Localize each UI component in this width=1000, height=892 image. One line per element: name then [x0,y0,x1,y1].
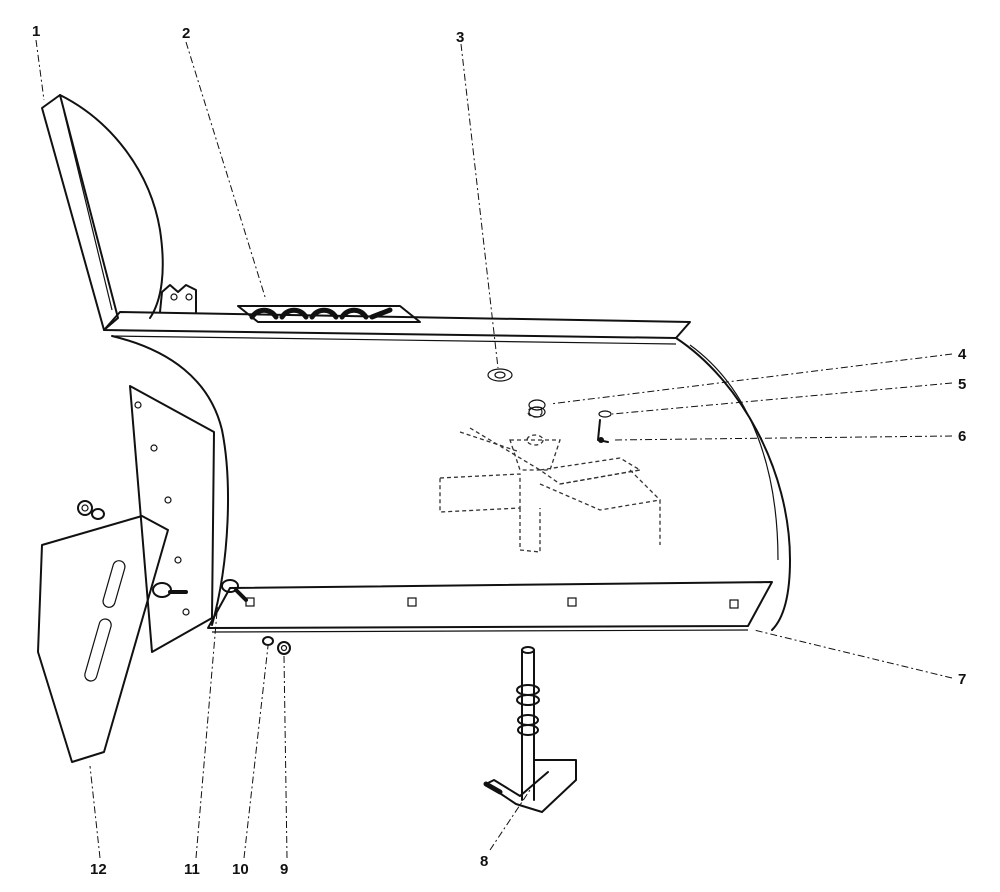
callout-11: 11 [184,861,200,878]
part-8-skid-shoe [483,646,577,813]
part-4-washer [528,399,546,418]
part-12-side-plate [37,500,169,763]
callout-labels: 1 2 3 4 5 6 7 8 9 10 11 12 [32,23,967,878]
part-6-bolt [597,419,609,443]
part-11-bolts [152,579,248,602]
mount-bracket [159,284,197,313]
callout-4: 4 [958,346,967,363]
part-1-deflector [41,94,164,331]
part-7-cutting-edge [207,581,773,633]
callout-12: 12 [90,861,107,878]
part-3-pin [487,368,513,382]
callout-10: 10 [232,861,249,878]
part-2-decal [237,305,421,323]
part-10-washer [262,636,274,646]
part-5-spring [598,410,612,418]
callout-8: 8 [480,853,488,870]
leader-lines [35,39,953,859]
callout-9: 9 [280,861,288,878]
callout-5: 5 [958,376,966,393]
callout-7: 7 [958,671,966,688]
callout-2: 2 [182,25,190,42]
callout-1: 1 [32,23,40,40]
moldboard-blade [103,311,791,653]
callout-3: 3 [456,29,464,46]
callout-6: 6 [958,428,966,445]
part-9-nut [277,641,291,655]
a-frame-phantom [439,406,661,553]
